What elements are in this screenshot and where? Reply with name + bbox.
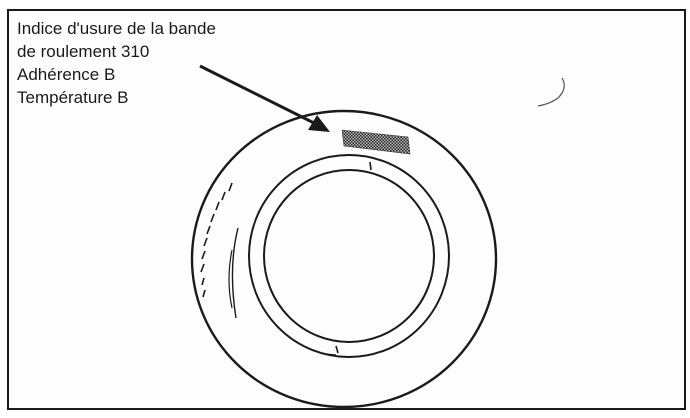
tire-icon bbox=[190, 109, 498, 409]
scan-mark-icon bbox=[537, 77, 565, 107]
callout-text: Indice d'usure de la bande de roulement … bbox=[17, 17, 216, 109]
utqg-marking-icon bbox=[341, 129, 411, 155]
figure-frame bbox=[7, 9, 686, 410]
callout-line-treadwear-2: de roulement 310 bbox=[17, 42, 150, 61]
callout-line-treadwear-1: Indice d'usure de la bande bbox=[17, 19, 216, 38]
callout-line-traction: Adhérence B bbox=[17, 65, 116, 84]
pointer-arrow-icon bbox=[199, 64, 330, 132]
sidewall-lettering-icon bbox=[200, 182, 239, 319]
callout-line-temperature: Température B bbox=[17, 88, 129, 107]
